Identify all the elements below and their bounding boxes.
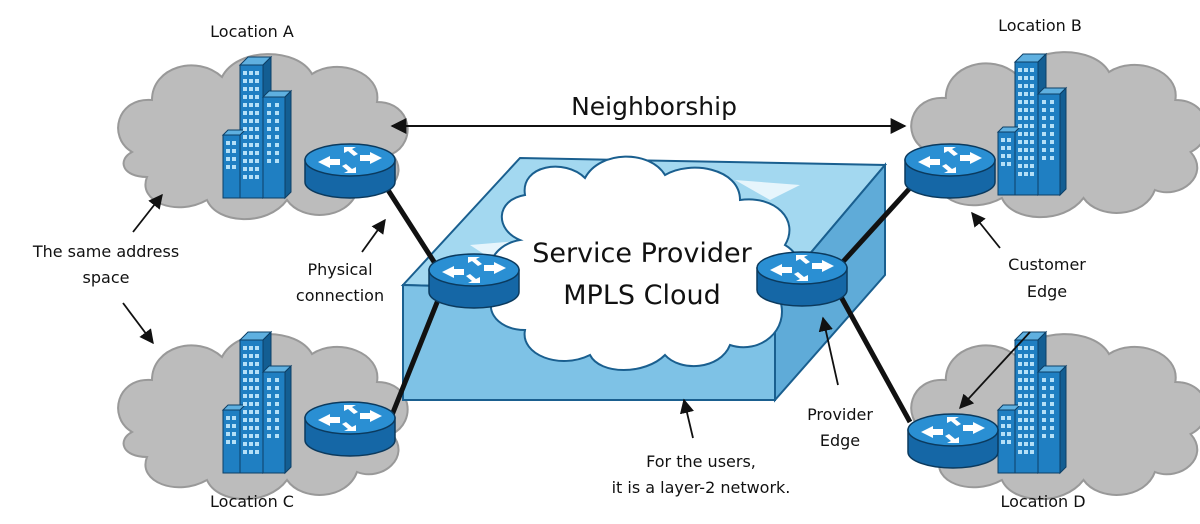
neighborship-label: Neighborship [571, 92, 737, 121]
provider-edge-label-line2: Edge [820, 431, 860, 450]
location-b-label: Location B [998, 16, 1082, 35]
customer-edge-label-line1: Customer [1008, 255, 1086, 274]
users-note-line1: For the users, [646, 452, 756, 471]
provider-router-left-icon [428, 253, 520, 309]
location-a-label: Location A [210, 22, 294, 41]
customer-router-a-icon [304, 143, 396, 199]
physical-links [385, 186, 913, 424]
physical-connection-label-line1: Physical [307, 260, 372, 279]
customer-router-d-icon [907, 413, 999, 469]
location-d-label: Location D [1000, 492, 1085, 511]
annotation-arrows [122, 193, 1031, 439]
customer-edge-label-line2: Edge [1027, 282, 1067, 301]
mpls-cloud-label-line2: MPLS Cloud [563, 280, 720, 311]
address-space-label-line2: space [83, 268, 130, 287]
mpls-cloud-label-line1: Service Provider [532, 238, 752, 269]
customer-router-b-icon [904, 143, 996, 199]
physical-connection-label-line2: connection [296, 286, 384, 305]
customer-router-c-icon [304, 401, 396, 457]
location-c-label: Location C [210, 492, 294, 511]
address-space-label-line1: The same address [32, 242, 179, 261]
users-note-line2: it is a layer-2 network. [612, 478, 791, 497]
provider-edge-label-line1: Provider [807, 405, 873, 424]
provider-router-right-icon [756, 251, 848, 307]
